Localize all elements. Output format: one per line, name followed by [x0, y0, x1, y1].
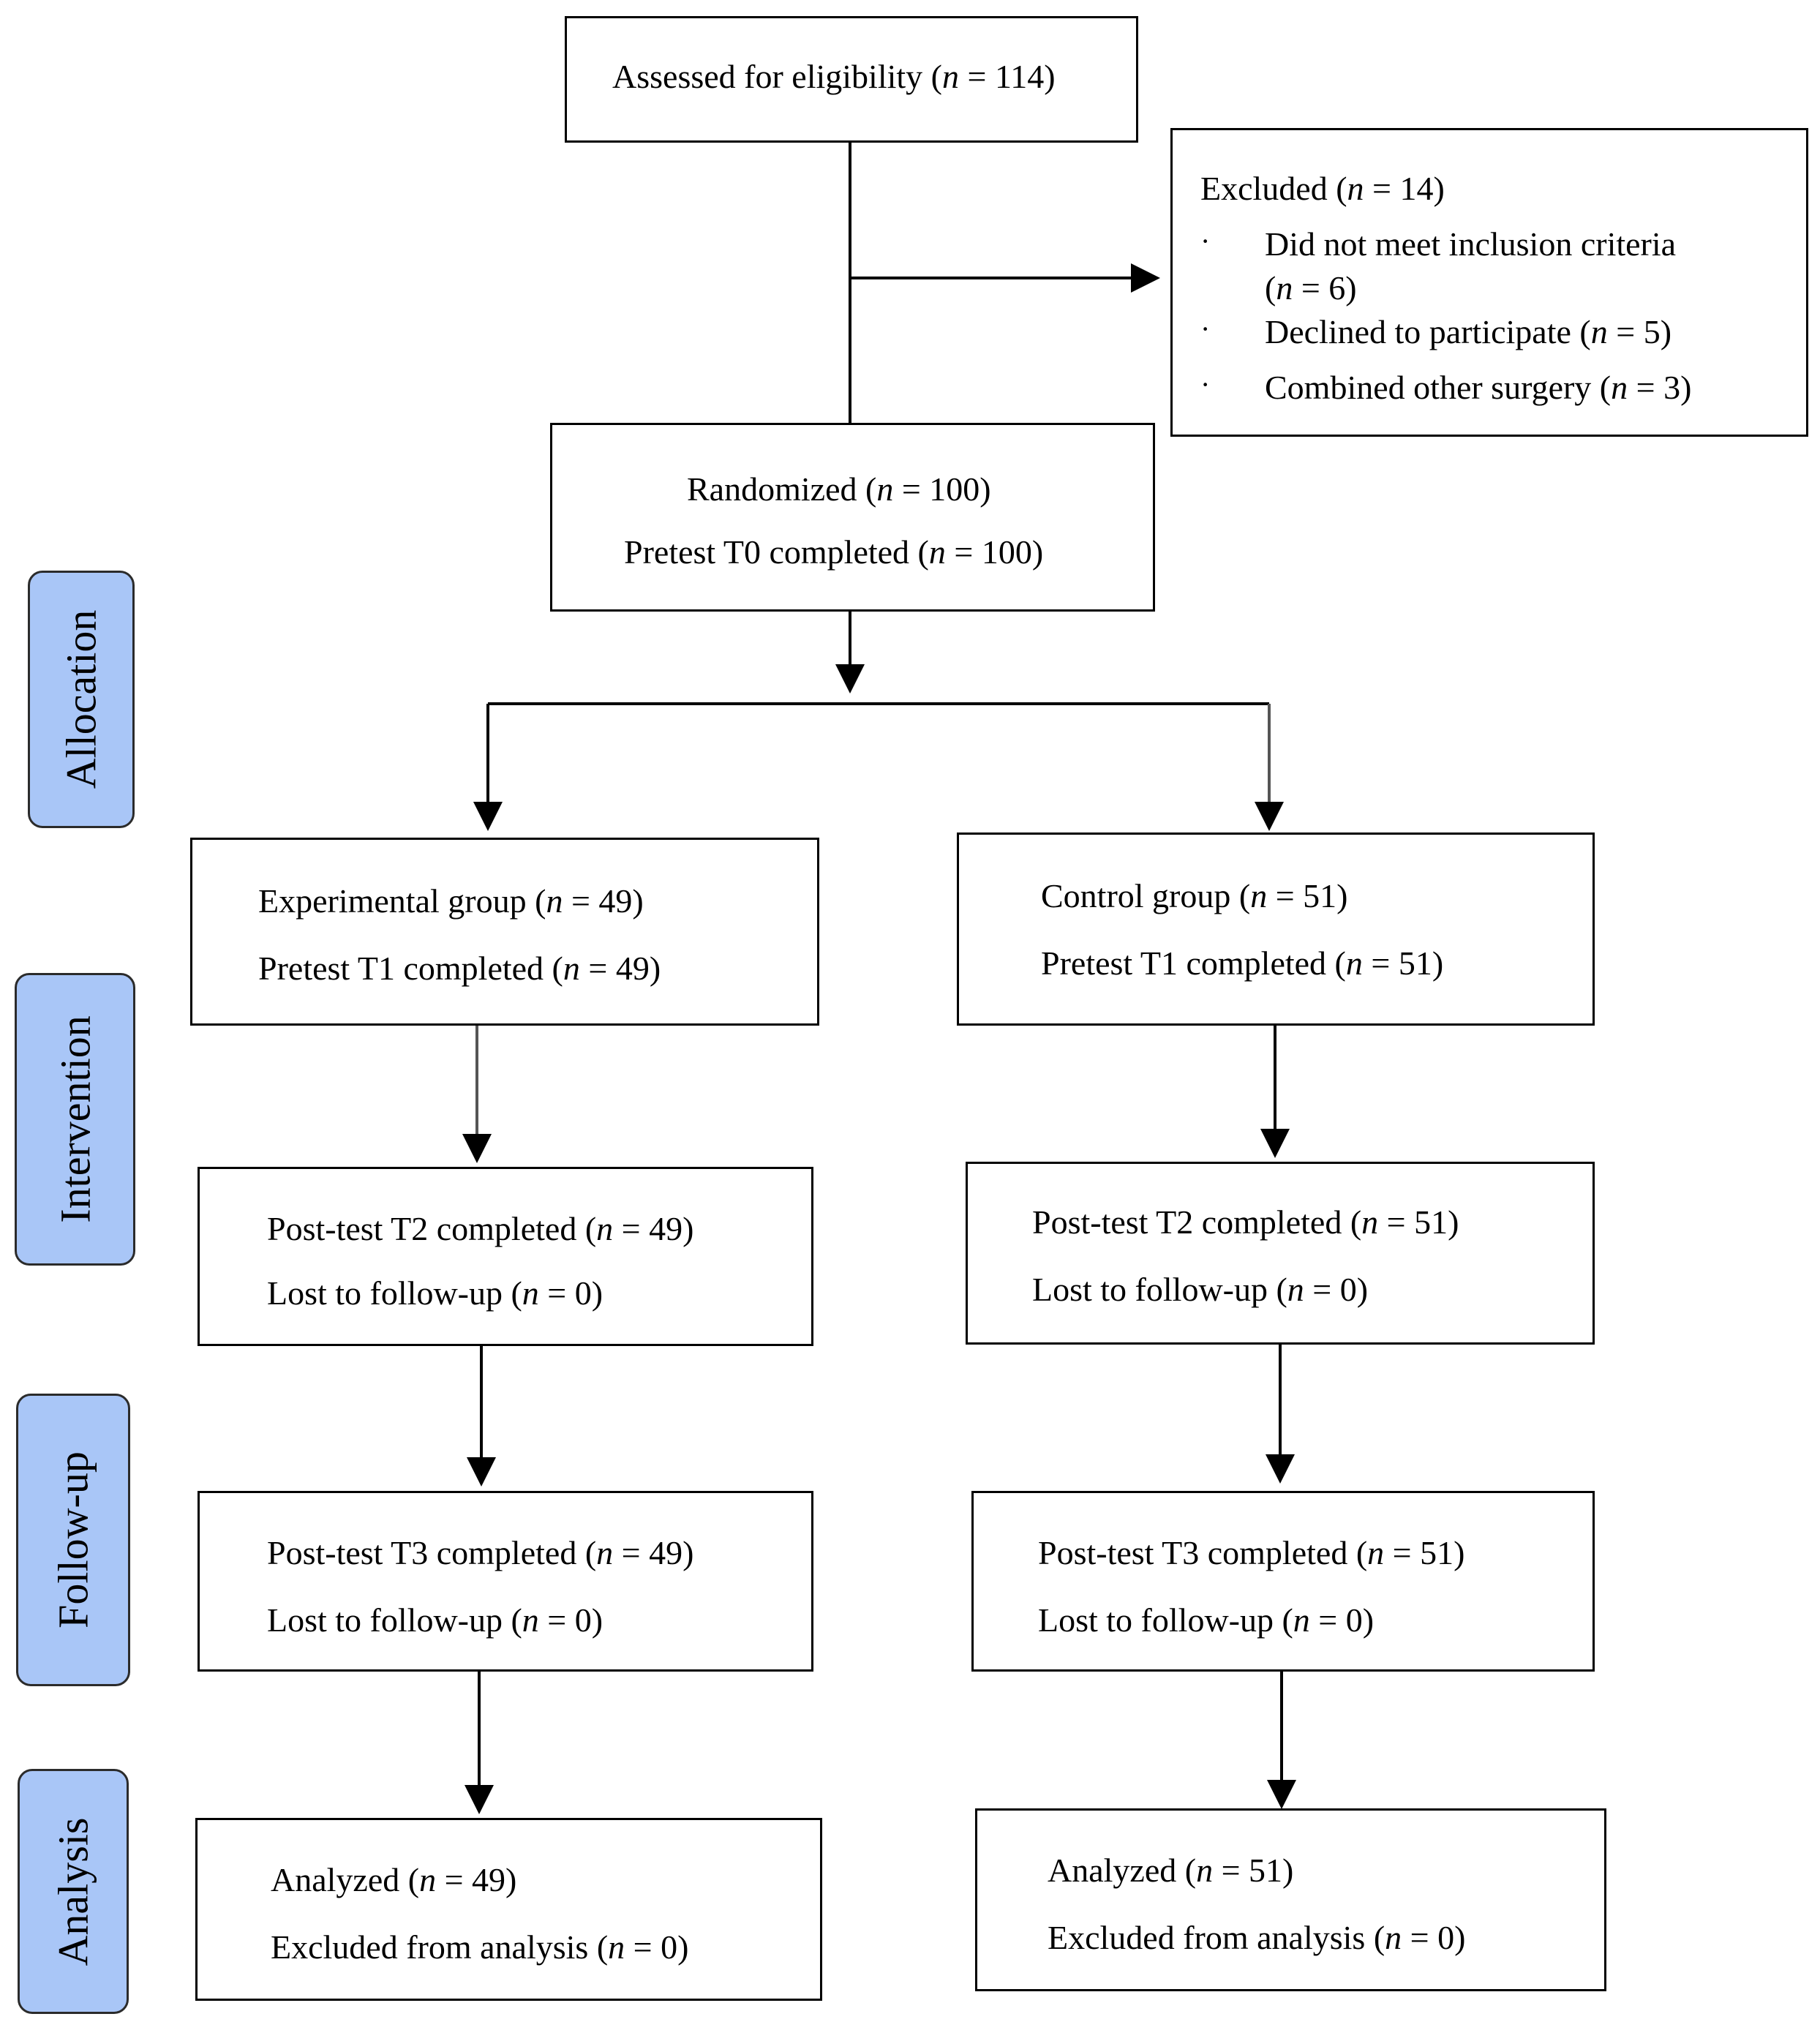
control-group-text: Control group (n = 51): [1041, 877, 1348, 914]
control-group-box: Control group (n = 51) Pretest T1 comple…: [957, 833, 1595, 1026]
experimental-t2-box: Post-test T2 completed (n = 49) Lost to …: [198, 1167, 813, 1346]
bullet-icon: ·: [1200, 368, 1211, 401]
randomized-text: Randomized (n = 100): [687, 470, 991, 508]
control-t2-box: Post-test T2 completed (n = 51) Lost to …: [966, 1162, 1595, 1345]
experimental-t2-text: Post-test T2 completed (n = 49): [267, 1210, 694, 1247]
control-excluded-text: Excluded from analysis (n = 0): [1048, 1919, 1466, 1956]
excluded-item-inclusion: Did not meet inclusion criteria: [1265, 225, 1677, 263]
experimental-excluded-text: Excluded from analysis (n = 0): [271, 1928, 689, 1966]
experimental-group-text: Experimental group (n = 49): [258, 882, 644, 920]
stage-allocation-label: Allocation: [57, 609, 105, 789]
control-pretest-text: Pretest T1 completed (n = 51): [1041, 944, 1444, 982]
experimental-lost-t2-text: Lost to follow-up (n = 0): [267, 1274, 603, 1312]
bullet-icon: ·: [1200, 225, 1211, 258]
stage-analysis: Analysis: [18, 1769, 129, 2014]
stage-analysis-label: Analysis: [49, 1817, 97, 1966]
stage-follow-up-label: Follow-up: [49, 1451, 97, 1628]
experimental-analyzed-text: Analyzed (n = 49): [271, 1861, 517, 1898]
experimental-pretest-text: Pretest T1 completed (n = 49): [258, 950, 661, 987]
excluded-title: Excluded (n = 14): [1200, 170, 1445, 207]
excluded-box: Excluded (n = 14) · Did not meet inclusi…: [1170, 128, 1808, 437]
control-lost-t3-text: Lost to follow-up (n = 0): [1038, 1601, 1375, 1639]
control-t3-text: Post-test T3 completed (n = 51): [1038, 1534, 1465, 1571]
control-analysis-box: Analyzed (n = 51) Excluded from analysis…: [975, 1808, 1606, 1991]
control-lost-t2-text: Lost to follow-up (n = 0): [1032, 1271, 1369, 1308]
control-analyzed-text: Analyzed (n = 51): [1048, 1852, 1294, 1889]
experimental-t3-text: Post-test T3 completed (n = 49): [267, 1534, 694, 1571]
control-t2-text: Post-test T2 completed (n = 51): [1032, 1203, 1459, 1241]
randomized-box: Randomized (n = 100) Pretest T0 complete…: [550, 423, 1155, 612]
stage-follow-up: Follow-up: [16, 1394, 130, 1686]
bullet-icon: ·: [1200, 312, 1211, 345]
assessed-box: Assessed for eligibility (n = 114): [565, 16, 1138, 143]
pretest-t0-text: Pretest T0 completed (n = 100): [624, 533, 1044, 571]
stage-allocation: Allocation: [28, 571, 135, 828]
experimental-t3-box: Post-test T3 completed (n = 49) Lost to …: [198, 1491, 813, 1672]
stage-intervention: Intervention: [15, 973, 135, 1266]
experimental-lost-t3-text: Lost to follow-up (n = 0): [267, 1601, 603, 1639]
control-t3-box: Post-test T3 completed (n = 51) Lost to …: [971, 1491, 1595, 1672]
excluded-item-inclusion-count: (n = 6): [1265, 269, 1357, 307]
stage-intervention-label: Intervention: [51, 1015, 99, 1223]
assessed-text: Assessed for eligibility (n = 114): [612, 58, 1056, 95]
experimental-analysis-box: Analyzed (n = 49) Excluded from analysis…: [195, 1818, 822, 2001]
excluded-item-surgery: Combined other surgery (n = 3): [1265, 369, 1692, 406]
excluded-item-declined: Declined to participate (n = 5): [1265, 313, 1672, 350]
experimental-group-box: Experimental group (n = 49) Pretest T1 c…: [190, 838, 819, 1026]
